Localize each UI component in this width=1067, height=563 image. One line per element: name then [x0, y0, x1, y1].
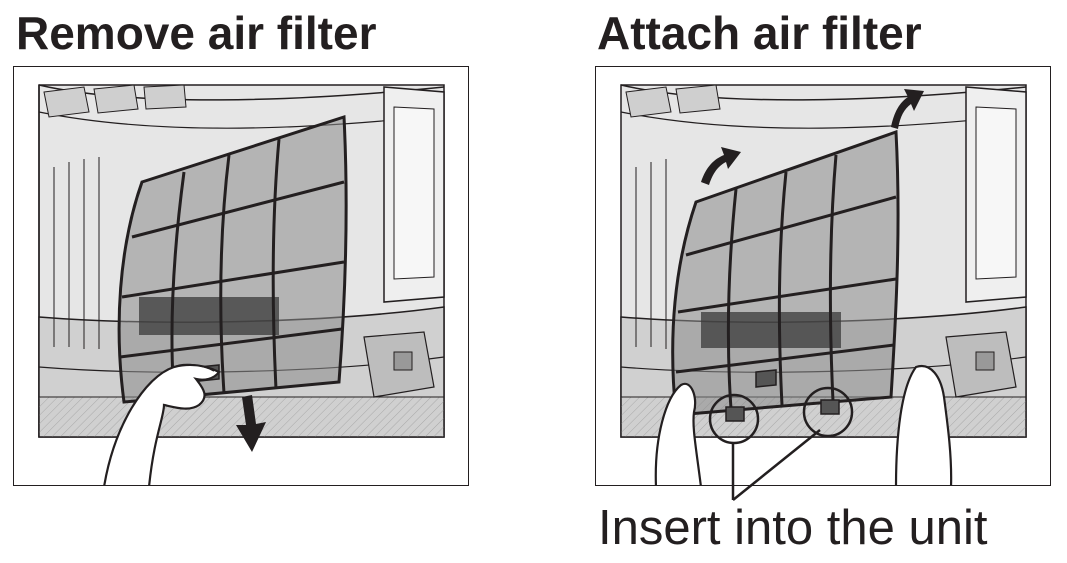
tab-circle-right: [802, 386, 854, 438]
air-filter-right: [671, 129, 900, 422]
arrow-up-curved-icon: [701, 89, 924, 185]
attach-filter-title: Attach air filter: [597, 7, 922, 59]
remove-filter-illustration: [13, 66, 469, 486]
remove-filter-drawing: [38, 84, 445, 485]
hand-left: [103, 363, 221, 485]
hand-right-side: [894, 364, 953, 485]
attach-filter-drawing: [620, 84, 1027, 485]
remove-filter-title: Remove air filter: [16, 7, 377, 59]
attach-filter-illustration: [595, 66, 1051, 486]
arrow-down-icon: [236, 395, 266, 452]
hand-left-side: [654, 382, 702, 485]
insert-caption: Insert into the unit: [598, 501, 988, 555]
callout-line-right: [732, 429, 821, 501]
